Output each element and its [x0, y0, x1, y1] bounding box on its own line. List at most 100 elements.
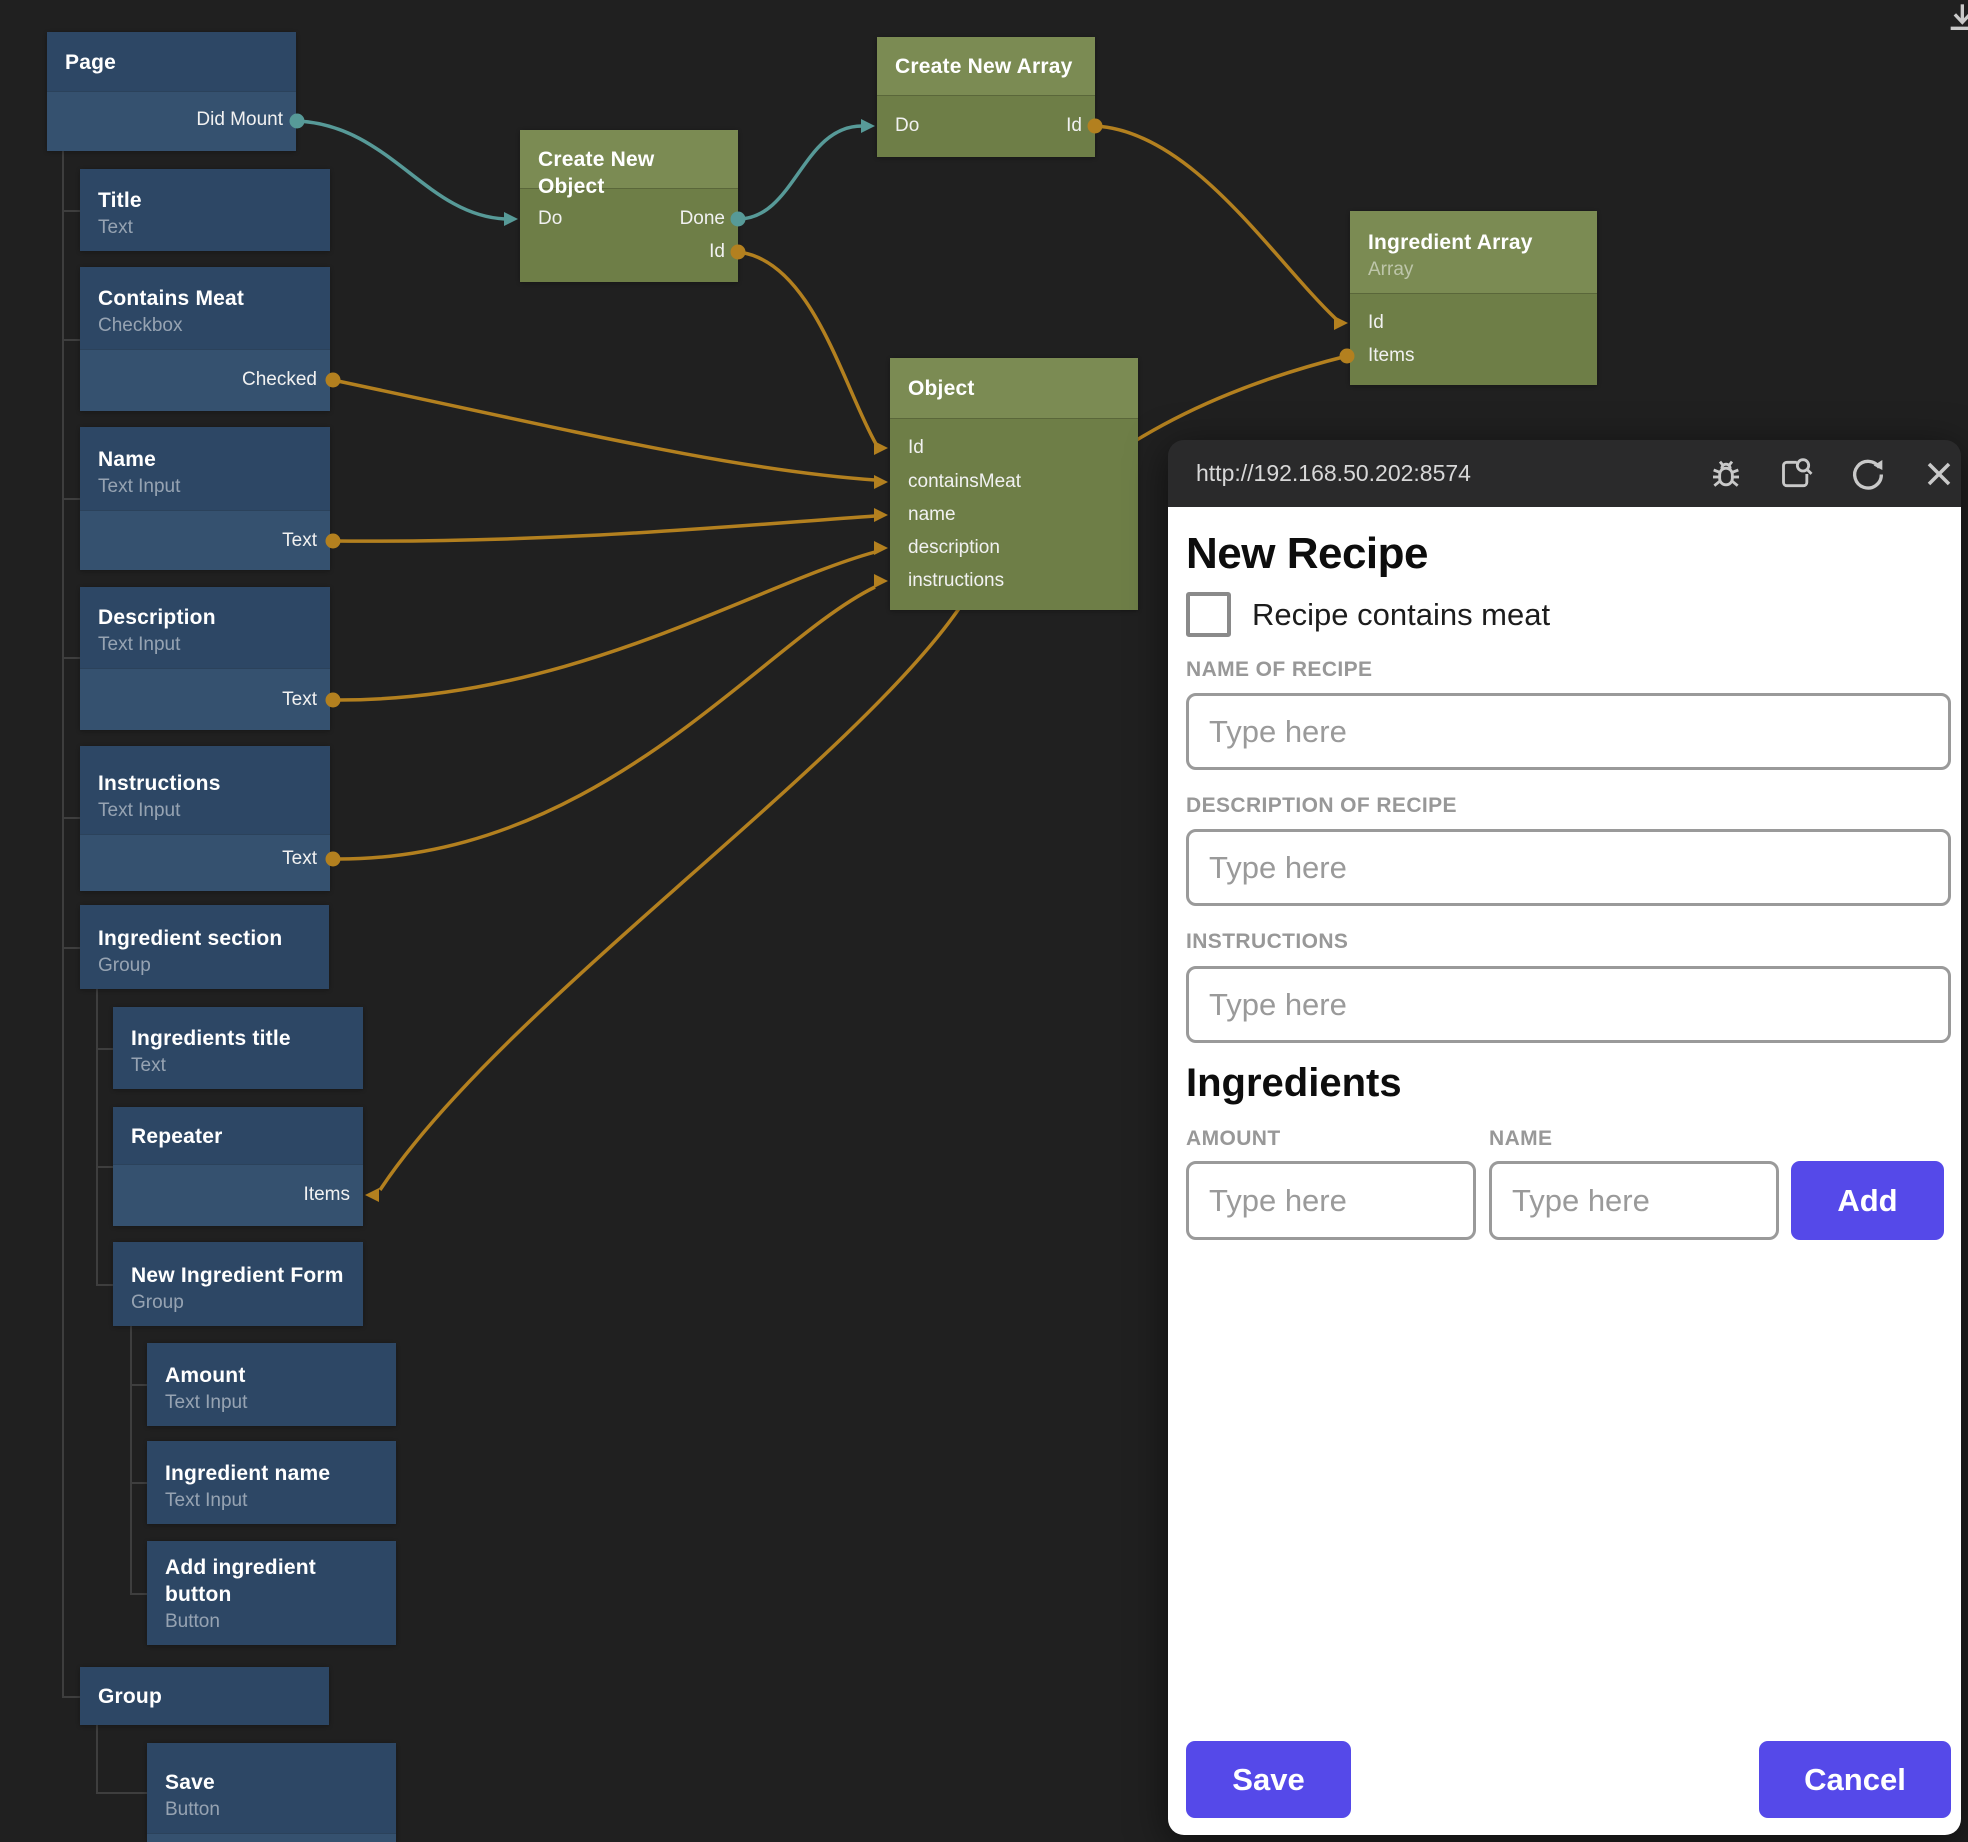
port-text[interactable]: Text: [282, 530, 317, 551]
wire-description-text-to-object-description[interactable]: [332, 550, 876, 702]
ingredient-name-input[interactable]: [1489, 1161, 1779, 1240]
port-id[interactable]: Id: [1368, 312, 1384, 333]
wire-checked-to-containsmeat[interactable]: [332, 378, 876, 482]
port-containsmeat[interactable]: containsMeat: [908, 471, 1022, 492]
wire-instructions-text-to-object-instructions[interactable]: [332, 585, 876, 861]
node-title: Instructions: [98, 772, 221, 795]
node-header: [877, 37, 1095, 95]
node-subtitle: Text Input: [98, 476, 181, 497]
port-done[interactable]: Done: [679, 208, 725, 229]
node-title: Group: [98, 1685, 162, 1708]
node-subtitle: Array: [1368, 259, 1414, 280]
node-port-section: [1350, 293, 1597, 385]
node-port-section: [80, 349, 330, 411]
node-title: Add ingredient button: [165, 1556, 316, 1606]
node-subtitle: Button: [165, 1611, 220, 1632]
node-title: Contains Meat: [98, 287, 245, 310]
recipe-name-input[interactable]: [1186, 693, 1951, 770]
node-title: Repeater: [131, 1125, 223, 1148]
port-items[interactable]: Items: [303, 1184, 350, 1205]
tree-connector-tick: [62, 817, 80, 819]
wire-name-text-to-object-name[interactable]: [332, 514, 876, 543]
port-id[interactable]: Id: [908, 437, 924, 458]
node-port-section: [80, 510, 330, 570]
description-of-recipe-label: DESCRIPTION OF RECIPE: [1186, 794, 1457, 817]
recipe-instructions-input[interactable]: [1186, 966, 1951, 1043]
checkbox-label: Recipe contains meat: [1252, 597, 1551, 632]
recipe-description-input[interactable]: [1186, 829, 1951, 906]
port-instructions[interactable]: instructions: [908, 570, 1005, 591]
port-items[interactable]: Items: [1368, 345, 1415, 366]
port-text[interactable]: Text: [282, 848, 317, 869]
node-group[interactable]: Group: [80, 1667, 329, 1725]
instructions-label: INSTRUCTIONS: [1186, 930, 1349, 953]
cancel-button[interactable]: Cancel: [1759, 1741, 1951, 1818]
port-id[interactable]: Id: [709, 241, 725, 262]
port-text[interactable]: Text: [282, 689, 317, 710]
node-header: [80, 427, 330, 510]
wire-createarray-id-to-ingredientarray-id[interactable]: [1094, 124, 1338, 321]
port-name[interactable]: name: [908, 504, 956, 525]
tree-connector-line: [130, 1326, 132, 1593]
ingredient-name-label: NAME: [1489, 1127, 1553, 1150]
inspect-page-icon[interactable]: [1776, 454, 1816, 494]
port-description[interactable]: description: [908, 537, 1000, 558]
download-icon[interactable]: [1944, 1, 1968, 41]
tree-connector-line: [62, 151, 64, 1696]
wire-createobject-id-to-object-id[interactable]: [737, 250, 878, 445]
ingredient-amount-input[interactable]: [1186, 1161, 1476, 1240]
tree-connector-line: [96, 1725, 98, 1792]
node-subtitle: Text: [98, 217, 133, 238]
port-do[interactable]: Do: [895, 115, 920, 136]
node-port-section: [520, 188, 738, 282]
node-port-section: [890, 418, 1138, 610]
tree-connector-tick: [96, 1048, 113, 1050]
tree-connector-line: [96, 989, 98, 1284]
node-header: [113, 1242, 363, 1326]
port-do[interactable]: Do: [538, 208, 563, 229]
node-header: [80, 1667, 329, 1725]
node-header: [147, 1743, 396, 1833]
node-subtitle: Text Input: [98, 800, 181, 821]
preview-page: New Recipe Recipe contains meat NAME OF …: [1168, 507, 1961, 1835]
wire-createobject-done-to-createarray-do[interactable]: [737, 124, 863, 221]
node-title: Ingredient name: [165, 1462, 331, 1485]
node-header: [147, 1343, 396, 1426]
contains-meat-checkbox[interactable]: [1186, 592, 1231, 637]
port-arrowhead: [874, 508, 888, 522]
port-id[interactable]: Id: [1066, 115, 1082, 136]
port-checked[interactable]: Checked: [242, 369, 317, 390]
add-ingredient-button[interactable]: Add: [1791, 1161, 1944, 1240]
save-button[interactable]: Save: [1186, 1741, 1351, 1818]
debug-bug-icon[interactable]: [1706, 454, 1746, 494]
port-did-mount[interactable]: Did Mount: [196, 109, 283, 130]
node-subtitle: Button: [165, 1799, 220, 1820]
port-arrowhead: [861, 119, 875, 133]
reload-icon[interactable]: [1848, 454, 1888, 494]
tree-connector-tick: [96, 1792, 147, 1794]
port-arrowhead: [874, 441, 888, 455]
tree-connector-tick: [62, 1696, 80, 1698]
node-subtitle: Checkbox: [98, 315, 183, 336]
port-arrowhead: [1334, 316, 1348, 330]
close-icon[interactable]: [1919, 454, 1959, 494]
